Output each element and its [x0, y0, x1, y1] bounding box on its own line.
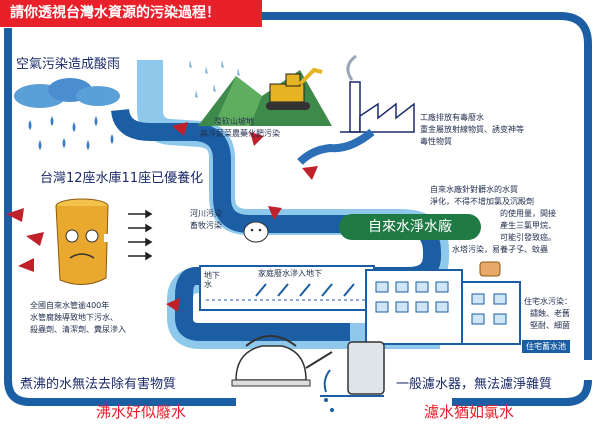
- groundwater-box: [199, 265, 375, 311]
- label-factory-2: 重金屬放射線物質、誘变神等: [420, 125, 524, 134]
- plant-note-1: 自來水廠針對髒水的水質: [430, 185, 518, 194]
- banner-title: 請你透視台灣水資源的污染過程！: [0, 0, 262, 27]
- label-livestock: 畜牧污染: [190, 221, 222, 230]
- residential-tank-label: 住宅蓄水池: [522, 340, 570, 354]
- residential-2: 鏽蝕、老舊: [530, 309, 570, 318]
- pipe-note-1: 全國自來水管逾400年: [30, 301, 110, 310]
- filter-statement: 一般濾水器，無法濾淨雜質: [396, 377, 553, 392]
- residential-3: 堅耐、細菌: [530, 321, 570, 330]
- label-acid-rain: 空氣污染造成酸雨: [16, 57, 121, 72]
- water-plant-label: 自來水淨水廠: [339, 214, 481, 240]
- factory: [297, 54, 415, 165]
- outer-frame-left: [4, 28, 236, 406]
- residential-1: 住宅水污染：: [524, 297, 572, 306]
- cow-icon: [243, 221, 269, 243]
- slogan-right: 濾水猶如氯水: [424, 403, 515, 421]
- residential-buildings: [365, 261, 521, 345]
- flow-arrows: [128, 209, 153, 261]
- plant-note-4: 產生三氯甲烷、: [500, 221, 556, 230]
- factory-wastewater: [297, 128, 375, 165]
- label-deforestation-2: 高冷蔬菜農藥化肥污染: [200, 129, 280, 138]
- outer-frame-right: [452, 379, 592, 406]
- plant-note-3: 的使用量，間接: [500, 209, 556, 218]
- pollution-arrows: [6, 122, 318, 312]
- label-groundwater: 地下水: [204, 271, 220, 289]
- label-factory-1: 工廠排放有毒廢水: [420, 113, 484, 122]
- label-pipes: 家庭廢水滲入地下: [258, 269, 322, 278]
- kettle-icon: [231, 335, 333, 387]
- label-river: 河川污染: [190, 209, 222, 218]
- hill-excavator: [198, 67, 332, 126]
- seepage-arrows: [255, 283, 355, 297]
- pipe-note-2: 水管腐蝕導致地下污水、: [30, 313, 118, 322]
- outer-frame: [262, 12, 592, 360]
- label-deforestation-1: 濫砍山坡地: [214, 117, 254, 126]
- label-reservoir: 台灣12座水庫11座已優養化: [40, 171, 204, 186]
- pipe-character: [55, 198, 114, 285]
- water-filter-icon: [320, 341, 385, 412]
- boil-statement: 煮沸的水無法去除有害物質: [20, 377, 177, 392]
- plant-note-2: 淨化，不得不增加氯及沉殿劑: [430, 197, 534, 206]
- label-water-tower: 水塔污染，易養孑孓、蚊蟲: [452, 245, 548, 254]
- slogan-left: 沸水好似廢水: [96, 403, 187, 421]
- plant-note-5: 可能引發致癌。: [500, 233, 556, 242]
- rain-cloud: [14, 60, 240, 150]
- label-factory-3: 毒性物質: [420, 137, 452, 146]
- pipe-note-3: 殺蟲劑、清潔劑、糞尿滲入: [30, 325, 126, 334]
